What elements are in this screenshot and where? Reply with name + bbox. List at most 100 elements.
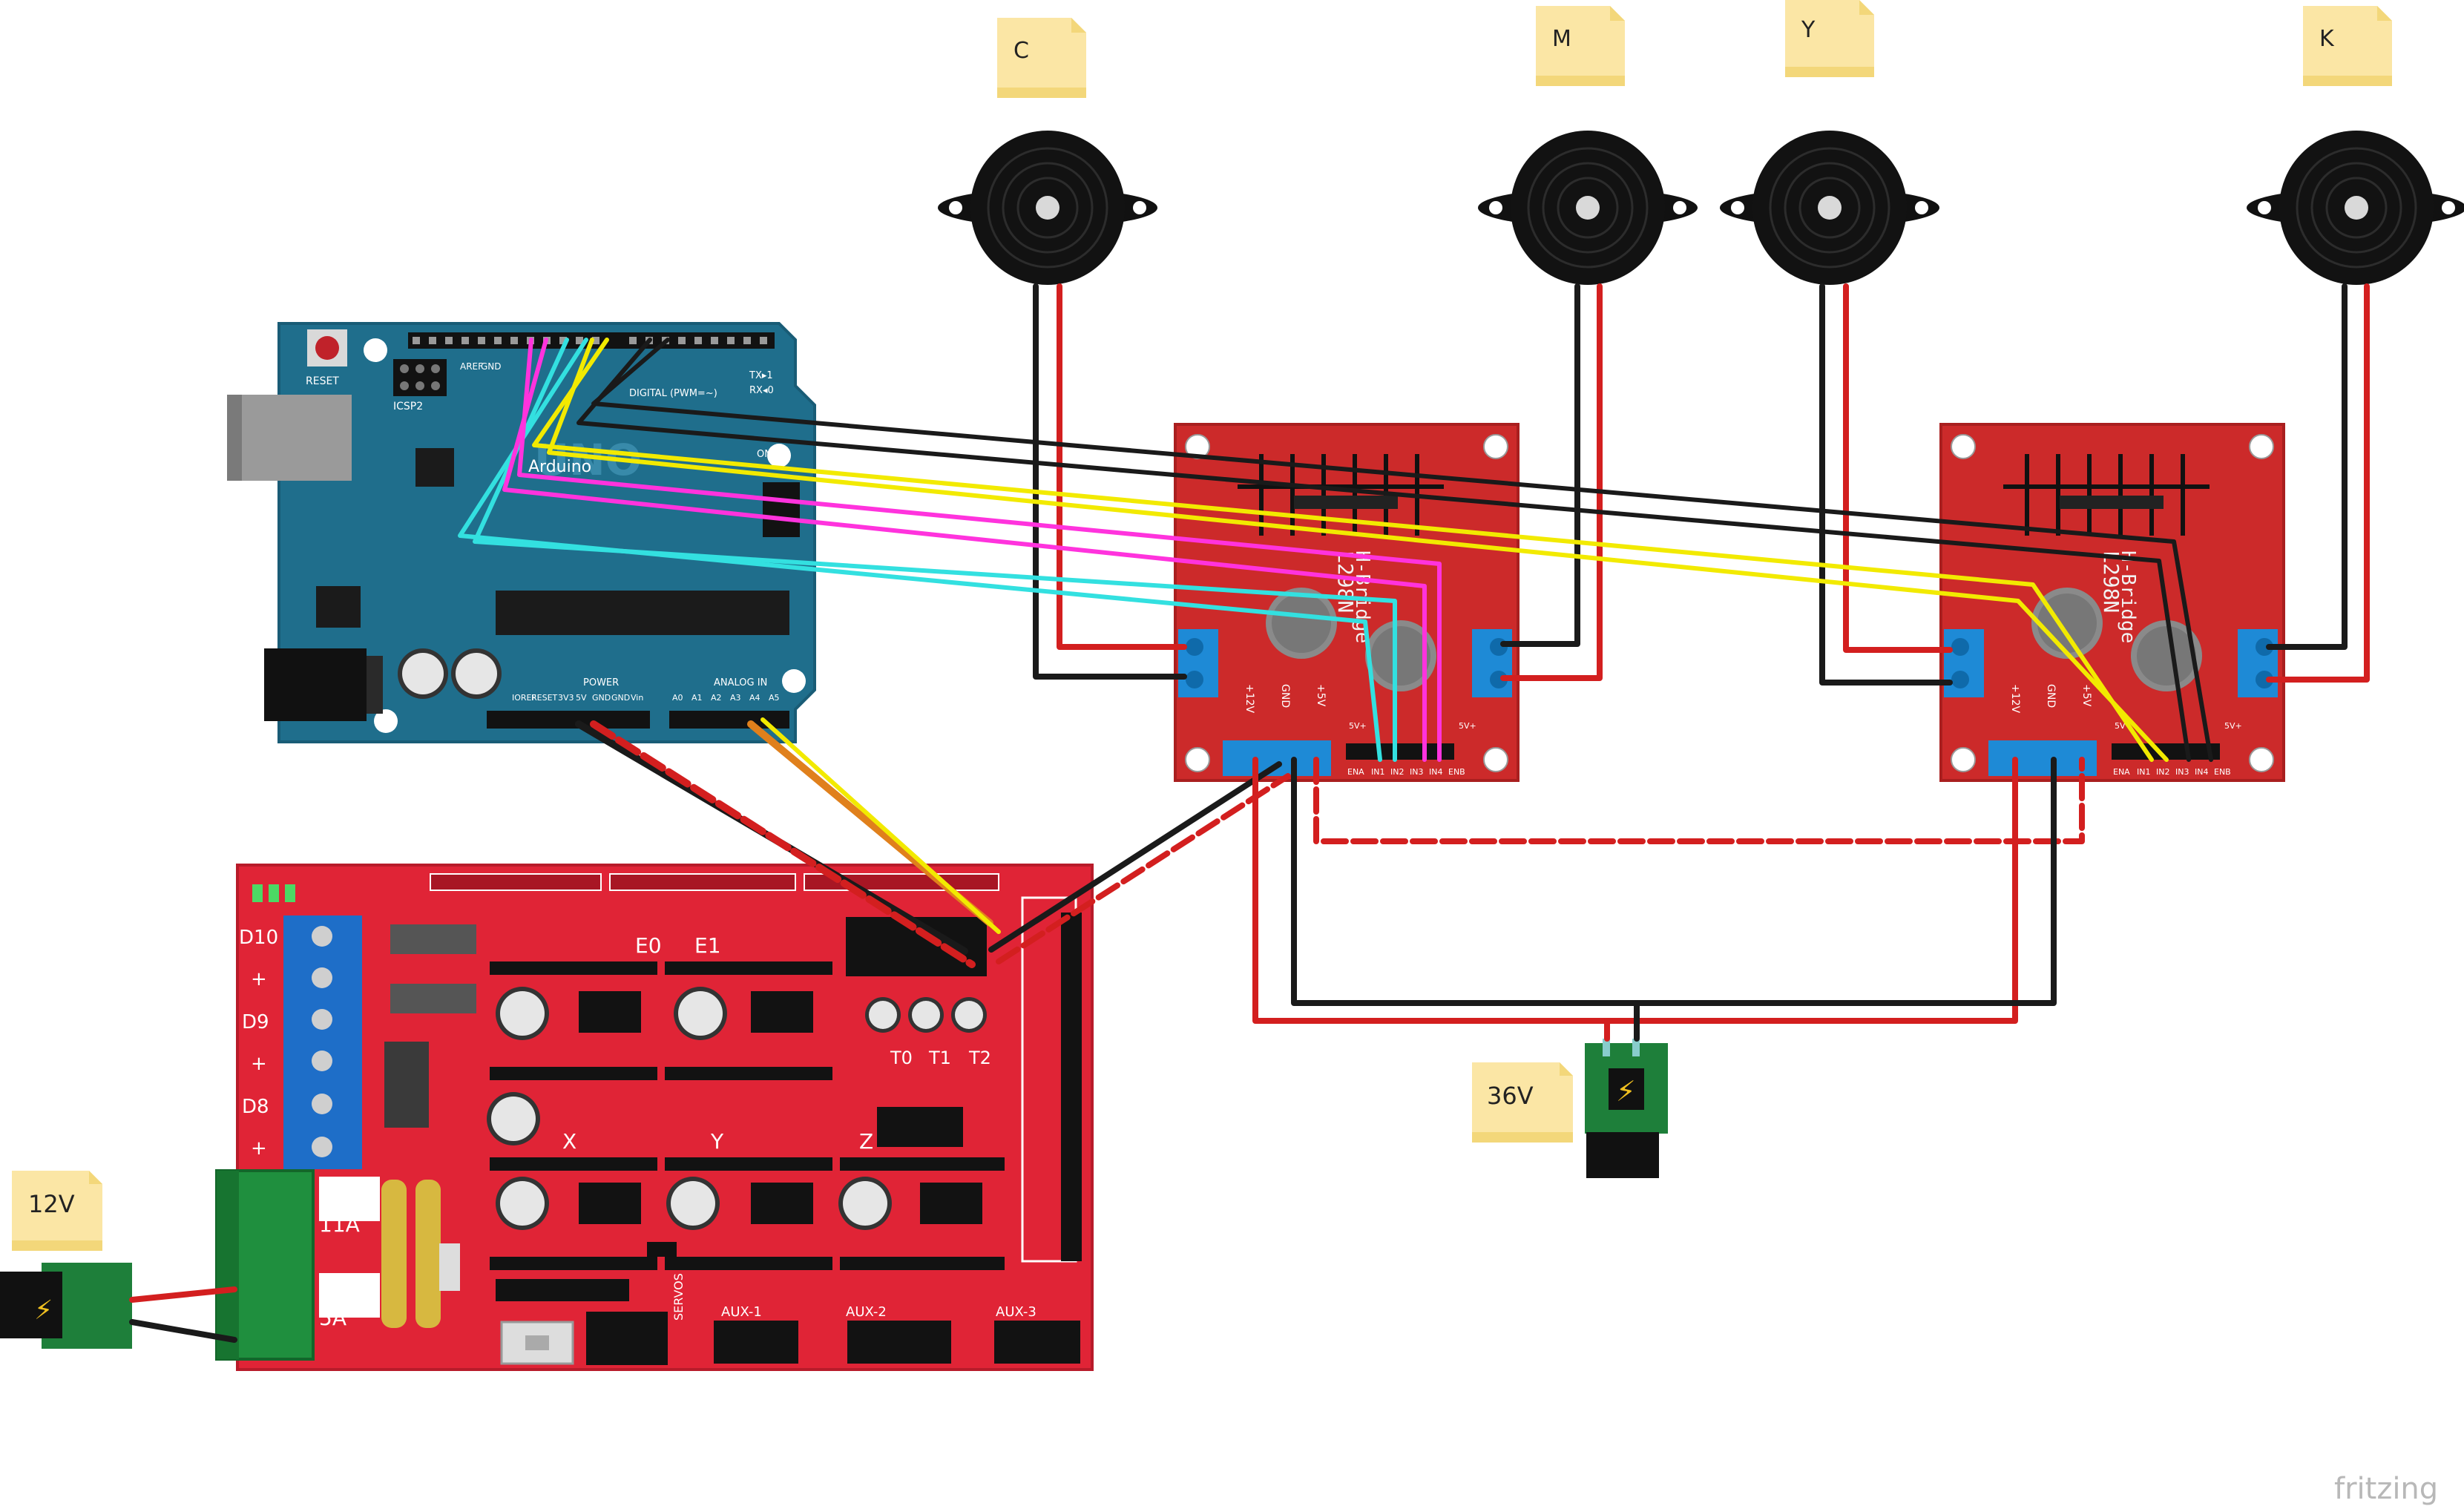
- hbridge-1-pin-enb: ENB: [1448, 767, 1465, 777]
- axis-x-label: X: [562, 1129, 576, 1154]
- ramps-label-plus-3: +: [251, 1137, 267, 1160]
- on-label: ON: [757, 449, 772, 460]
- buzzer-y[interactable]: [1720, 131, 1939, 285]
- hbridge-2-pin-ena: ENA: [2113, 767, 2130, 777]
- dc-jack: [264, 648, 367, 721]
- ramps-shield[interactable]: D10 + D9 + D8 + 11A 5A E0 E1: [215, 864, 1094, 1371]
- wire-12v-black: [129, 1319, 237, 1343]
- power-label: POWER: [583, 677, 619, 688]
- wire-black-signal-2: [591, 338, 2213, 762]
- atmega-chip: [496, 591, 789, 635]
- note-36v[interactable]: 36V: [1472, 1062, 1573, 1143]
- hbridge-1-pin-in1: IN1: [1371, 767, 1384, 777]
- hbridge-1-control-header[interactable]: [1346, 743, 1454, 760]
- hbridge-2-chip-text: L298N: [2099, 550, 2123, 613]
- note-m-text: M: [1552, 26, 1571, 52]
- pin-reset: RESET: [531, 693, 558, 703]
- fritzing-watermark: fritzing: [2334, 1472, 2438, 1506]
- thermistor-t1-label: T1: [928, 1048, 951, 1068]
- hbridge-1-jumper-b: 5V+: [1459, 721, 1476, 731]
- hbridge-2-pin-enb: ENB: [2214, 767, 2231, 777]
- fuse-5a-label: 5A: [319, 1306, 346, 1330]
- wire-red-dashed-ramps: [590, 720, 976, 968]
- arduino-uno[interactable]: RESET ICSP2 UNO Arduino ON AREF: [227, 322, 816, 743]
- hbridge-2-label-12v: +12V: [2009, 684, 2021, 714]
- hbridge-2-sub-text: H-Bridge: [2117, 550, 2139, 643]
- hbridge-1-label-12v: +12V: [1244, 684, 1255, 714]
- heater-e1-label: E1: [694, 933, 721, 958]
- digital-label: DIGITAL (PWM=~): [629, 388, 717, 399]
- hbridge-1-label-5v: +5V: [1315, 684, 1327, 707]
- hbridge-2-label-5v: +5V: [2080, 684, 2092, 707]
- pin-a1: A1: [691, 693, 703, 703]
- wire-buzzer-c-red: [1057, 283, 1187, 650]
- wire-36v-red: [1252, 757, 2018, 1024]
- servos-label: SERVOS: [671, 1273, 686, 1321]
- note-12v[interactable]: 12V: [12, 1171, 102, 1251]
- hbridge-1-chip-text: L298N: [1333, 550, 1358, 613]
- wire-buzzer-m-black: [1500, 283, 1580, 647]
- wires: [129, 283, 2370, 1343]
- fuse-11a-label: 11A: [319, 1212, 360, 1237]
- pin-vin: Vin: [631, 693, 643, 703]
- rx-label: RX◂0: [749, 385, 774, 396]
- hbridge-2-motor-b-terminal[interactable]: [2238, 629, 2278, 697]
- hbridge-1-jumper-a: 5V+: [1349, 721, 1367, 731]
- hbridge-2[interactable]: L298N H-Bridge +12V GND +5V ENA IN1 IN2 …: [1939, 423, 2285, 782]
- wire-buzzer-k-black: [2266, 283, 2348, 650]
- axis-y-label: Y: [710, 1129, 724, 1154]
- wire-ramps-hb1-black: [988, 761, 1282, 953]
- reset-label: RESET: [306, 375, 339, 387]
- hbridge-1-pin-in4: IN4: [1429, 767, 1442, 777]
- pin-a2: A2: [711, 693, 722, 703]
- hbridge-1-label-gnd: GND: [1279, 684, 1291, 708]
- note-c-text: C: [1013, 38, 1029, 64]
- hbridge-1-pin-ena: ENA: [1347, 767, 1364, 777]
- pin-gnd-1: GND: [592, 693, 611, 703]
- tx-label: TX▸1: [749, 370, 773, 381]
- ramps-label-plus-2: +: [251, 1053, 267, 1075]
- wire-12v-red: [129, 1286, 237, 1303]
- wire-magenta-2: [517, 338, 1442, 762]
- lightning-icon-36v: ⚡: [1616, 1075, 1636, 1108]
- note-k[interactable]: K: [2303, 6, 2392, 86]
- hbridge-2-power-terminal[interactable]: [1988, 740, 2097, 776]
- hbridge-1-motor-b-terminal[interactable]: [1472, 629, 1512, 697]
- hbridge-2-control-header[interactable]: [2112, 743, 2220, 760]
- hbridge-1-power-terminal[interactable]: [1223, 740, 1331, 776]
- icsp2-header: [393, 359, 447, 396]
- note-y[interactable]: Y: [1785, 0, 1874, 77]
- power-jack-12v[interactable]: ⚡: [0, 1263, 132, 1349]
- wire-yellow-analog: [760, 717, 1001, 934]
- hbridge-1-pin-in2: IN2: [1390, 767, 1404, 777]
- power-jack-36v[interactable]: ⚡: [1585, 1039, 1668, 1178]
- power-header[interactable]: [487, 711, 650, 729]
- note-36v-text: 36V: [1487, 1082, 1534, 1110]
- note-c[interactable]: C: [997, 18, 1086, 98]
- wire-buzzer-y-red: [1843, 283, 1953, 653]
- buzzer-c[interactable]: [938, 131, 1157, 285]
- pin-a0: A0: [672, 693, 683, 703]
- thermistor-t0-label: T0: [890, 1048, 913, 1068]
- ramps-label-d10: D10: [239, 927, 278, 949]
- usb-port: [227, 395, 352, 481]
- pin-gnd-2: GND: [611, 693, 630, 703]
- buzzer-k[interactable]: [2247, 131, 2464, 285]
- wire-5v-link: [1313, 757, 2085, 844]
- mosfet-terminal-block[interactable]: [283, 915, 362, 1169]
- note-m[interactable]: M: [1536, 6, 1625, 86]
- pin-a4: A4: [749, 693, 760, 703]
- axis-z-label: Z: [859, 1129, 873, 1154]
- hbridge-2-pin-in1: IN1: [2137, 767, 2150, 777]
- hbridge-2-label-gnd: GND: [2045, 684, 2057, 708]
- icsp-label: ICSP2: [393, 401, 423, 412]
- hbridge-2-pin-in4: IN4: [2195, 767, 2208, 777]
- aux-2-label: AUX-2: [846, 1304, 887, 1320]
- buzzer-m[interactable]: [1478, 131, 1698, 285]
- wire-36v-black: [1291, 757, 2057, 1006]
- hbridge-2-pin-in2: IN2: [2156, 767, 2169, 777]
- aux-3-label: AUX-3: [996, 1304, 1036, 1320]
- ramps-label-d9: D9: [242, 1011, 269, 1033]
- ramps-label-d8: D8: [242, 1096, 269, 1118]
